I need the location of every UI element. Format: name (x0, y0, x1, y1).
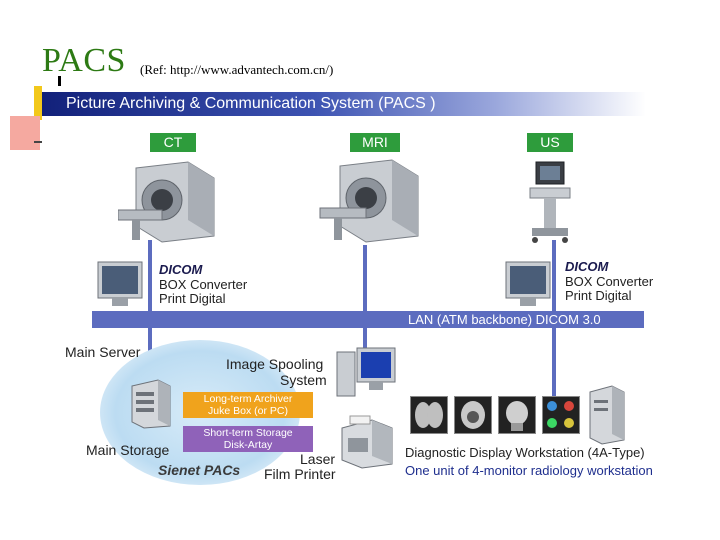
xray-monitor-head (498, 396, 536, 434)
ct-scanner-icon (118, 161, 215, 243)
spooling-line1: Image Spooling (226, 356, 324, 372)
mri-scanner-icon (319, 159, 419, 243)
laser-line2: Film Printer (264, 466, 336, 482)
main-server-label: Main Server (65, 344, 141, 360)
right-dicom-line1: BOX Converter (565, 274, 654, 289)
laser-line1: Laser (300, 451, 336, 467)
archiver-line2: Juke Box (or PC) (208, 405, 288, 417)
workstation-connection-line (552, 328, 556, 400)
decorative-block-pink (10, 116, 40, 150)
ct-connection-line (148, 240, 152, 330)
workstation-tower-icon (589, 385, 625, 445)
left-dicom-line2: Print Digital (159, 291, 226, 306)
right-monitor-icon (505, 261, 551, 306)
decorative-dash (34, 141, 42, 143)
diagram-banner (42, 92, 646, 116)
long-term-archiver: Long-term Archiver Juke Box (or PC) (183, 392, 313, 418)
reference-text: (Ref: http://www.advantech.com.cn/) (140, 62, 334, 77)
us-label: US (527, 133, 573, 152)
right-dicom-heading: DICOM (565, 259, 609, 274)
workstation-title: Diagnostic Display Workstation (4A-Type) (405, 445, 645, 460)
banner-title: Picture Archiving & Communication System… (66, 95, 436, 112)
xray-monitor-chest (410, 396, 448, 434)
storage-line1: Short-term Storage (203, 427, 293, 439)
storage-line2: Disk-Artay (223, 439, 273, 451)
us-connection-line (552, 240, 556, 315)
main-storage-label: Main Storage (86, 442, 170, 458)
short-term-storage: Short-term Storage Disk-Artay (183, 426, 313, 452)
ct-label: CT (150, 133, 196, 152)
archiver-line1: Long-term Archiver (203, 393, 293, 405)
main-server-icon (131, 379, 171, 429)
lan-label: LAN (ATM backbone) DICOM 3.0 (408, 312, 601, 327)
xray-monitor-scans (542, 396, 580, 434)
right-dicom-line2: Print Digital (565, 288, 632, 303)
spooling-workstation-icon (336, 347, 396, 397)
left-dicom-heading: DICOM (159, 262, 203, 277)
xray-monitor-skull (454, 396, 492, 434)
workstation-subtitle: One unit of 4-monitor radiology workstat… (405, 463, 653, 478)
left-monitor-icon (97, 261, 143, 306)
mri-label: MRI (350, 133, 400, 152)
spooling-connection-line (363, 328, 367, 358)
laser-printer-icon (341, 415, 393, 469)
slide-title: PACS (42, 42, 126, 79)
spooling-line2: System (280, 372, 327, 388)
ultrasound-icon (529, 161, 571, 243)
sienet-label: Sienet PACs (158, 462, 241, 478)
decorative-tick (58, 76, 61, 86)
decorative-bar-yellow (34, 86, 42, 120)
left-dicom-line1: BOX Converter (159, 277, 248, 292)
mri-connection-line (363, 245, 367, 315)
lan-backbone (92, 311, 644, 328)
